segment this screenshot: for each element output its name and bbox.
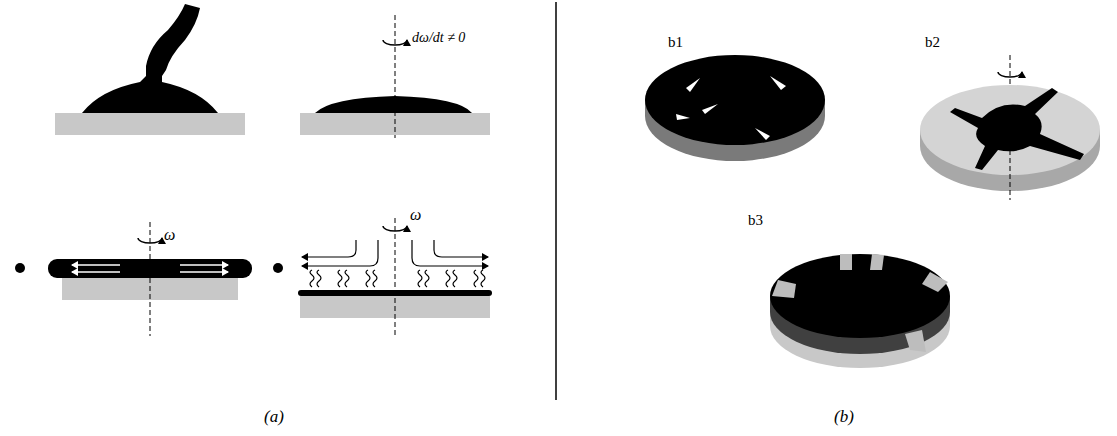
angular-velocity-label: ω bbox=[410, 206, 421, 224]
panel-divider bbox=[555, 2, 557, 400]
angular-acceleration-label: dω/dt ≠ 0 bbox=[412, 30, 465, 45]
dispense-step bbox=[55, 4, 245, 135]
spin-off-step bbox=[15, 222, 283, 336]
disk-b2 bbox=[920, 55, 1100, 200]
evaporation-step bbox=[298, 218, 492, 336]
angular-velocity-label: ω bbox=[164, 226, 175, 244]
spin-up-step bbox=[300, 15, 490, 138]
subfigure-label: b1 bbox=[668, 34, 683, 51]
disk-b1 bbox=[645, 55, 825, 161]
subfigure-label: b3 bbox=[748, 212, 763, 229]
panel-label: (a) bbox=[264, 408, 284, 427]
subfigure-label: b2 bbox=[925, 34, 940, 51]
disk-b3 bbox=[770, 254, 950, 368]
panel-label: (b) bbox=[834, 408, 854, 427]
